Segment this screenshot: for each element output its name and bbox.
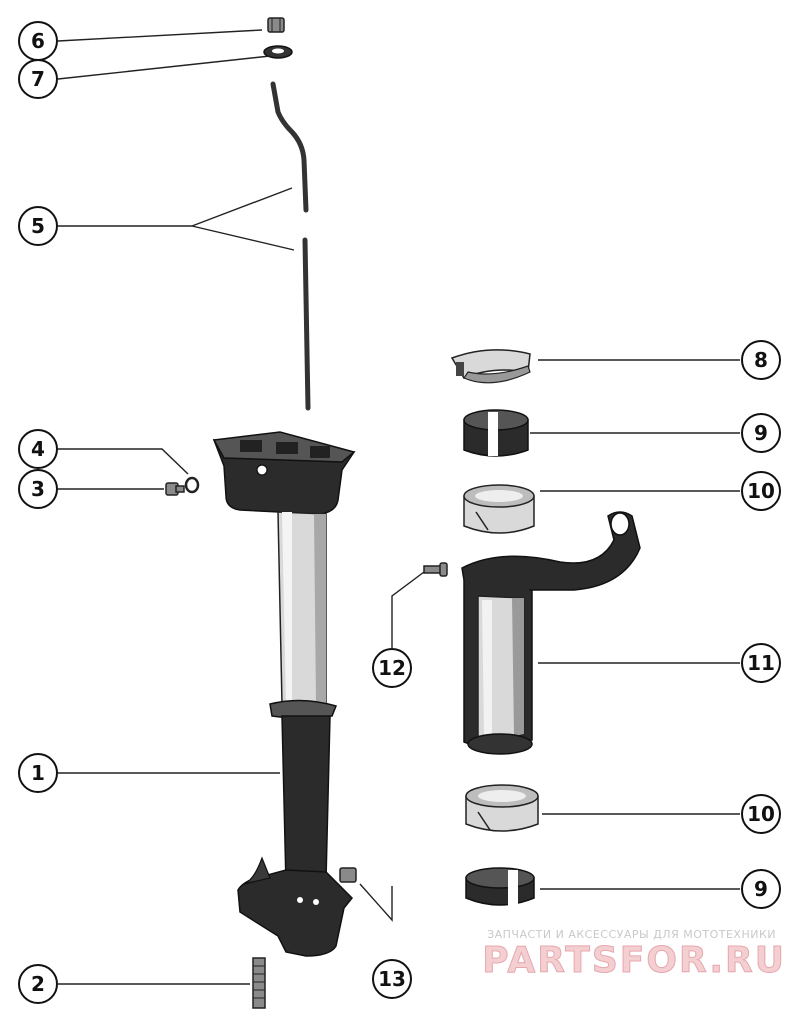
callout-4-label: 4 <box>31 437 45 461</box>
callout-5-label: 5 <box>31 214 45 238</box>
callout-12-label: 12 <box>378 656 406 680</box>
callout-3-label: 3 <box>31 477 45 501</box>
part-6-nut <box>267 17 285 33</box>
part-13-nut <box>339 867 357 883</box>
callout-2-label: 2 <box>31 972 45 996</box>
callout-10-lower: 10 <box>741 794 781 834</box>
callout-7-label: 7 <box>31 67 45 91</box>
part-11-bracket <box>461 511 641 755</box>
callout-5: 5 <box>18 206 58 246</box>
part-7-washer <box>263 45 293 59</box>
callout-9-upper: 9 <box>741 413 781 453</box>
callout-3: 3 <box>18 469 58 509</box>
callout-1-label: 1 <box>31 761 45 785</box>
part-10-bushing-upper <box>463 484 535 534</box>
callout-10-upper: 10 <box>741 471 781 511</box>
part-5-rod-lower <box>302 237 311 411</box>
callout-8-label: 8 <box>754 348 768 372</box>
callout-8: 8 <box>741 340 781 380</box>
callout-2: 2 <box>18 964 58 1004</box>
callout-9-lower: 9 <box>741 869 781 909</box>
part-3-bolt <box>165 482 185 496</box>
callout-13-label: 13 <box>378 967 406 991</box>
callout-9-lower-label: 9 <box>754 877 768 901</box>
callout-6: 6 <box>18 21 58 61</box>
callout-11-label: 11 <box>747 651 775 675</box>
part-2-stud <box>252 957 266 1009</box>
callout-12: 12 <box>372 648 412 688</box>
part-5-rod-upper <box>270 81 309 213</box>
callout-10-upper-label: 10 <box>747 479 775 503</box>
part-9-bushing-upper <box>463 409 529 457</box>
part-4-oring <box>184 476 200 494</box>
part-12-screw <box>423 562 448 577</box>
watermark: ЗАПЧАСТИ И АКСЕССУАРЫ ДЛЯ МОТОТЕХНИКИ PA… <box>482 928 786 982</box>
part-8-clamp <box>450 349 531 384</box>
callout-9-upper-label: 9 <box>754 421 768 445</box>
callout-11: 11 <box>741 643 781 683</box>
callout-13: 13 <box>372 959 412 999</box>
part-10-bushing-lower <box>465 784 539 832</box>
part-9-bushing-lower <box>465 867 535 906</box>
callout-1: 1 <box>18 753 58 793</box>
watermark-tagline: ЗАПЧАСТИ И АКСЕССУАРЫ ДЛЯ МОТОТЕХНИКИ <box>487 928 776 941</box>
callout-6-label: 6 <box>31 29 45 53</box>
callout-10-lower-label: 10 <box>747 802 775 826</box>
watermark-brand: PARTSFOR.RU <box>482 940 786 981</box>
leader-lines <box>57 29 740 985</box>
part-1-column <box>212 431 356 957</box>
callout-7: 7 <box>18 59 58 99</box>
callout-4: 4 <box>18 429 58 469</box>
